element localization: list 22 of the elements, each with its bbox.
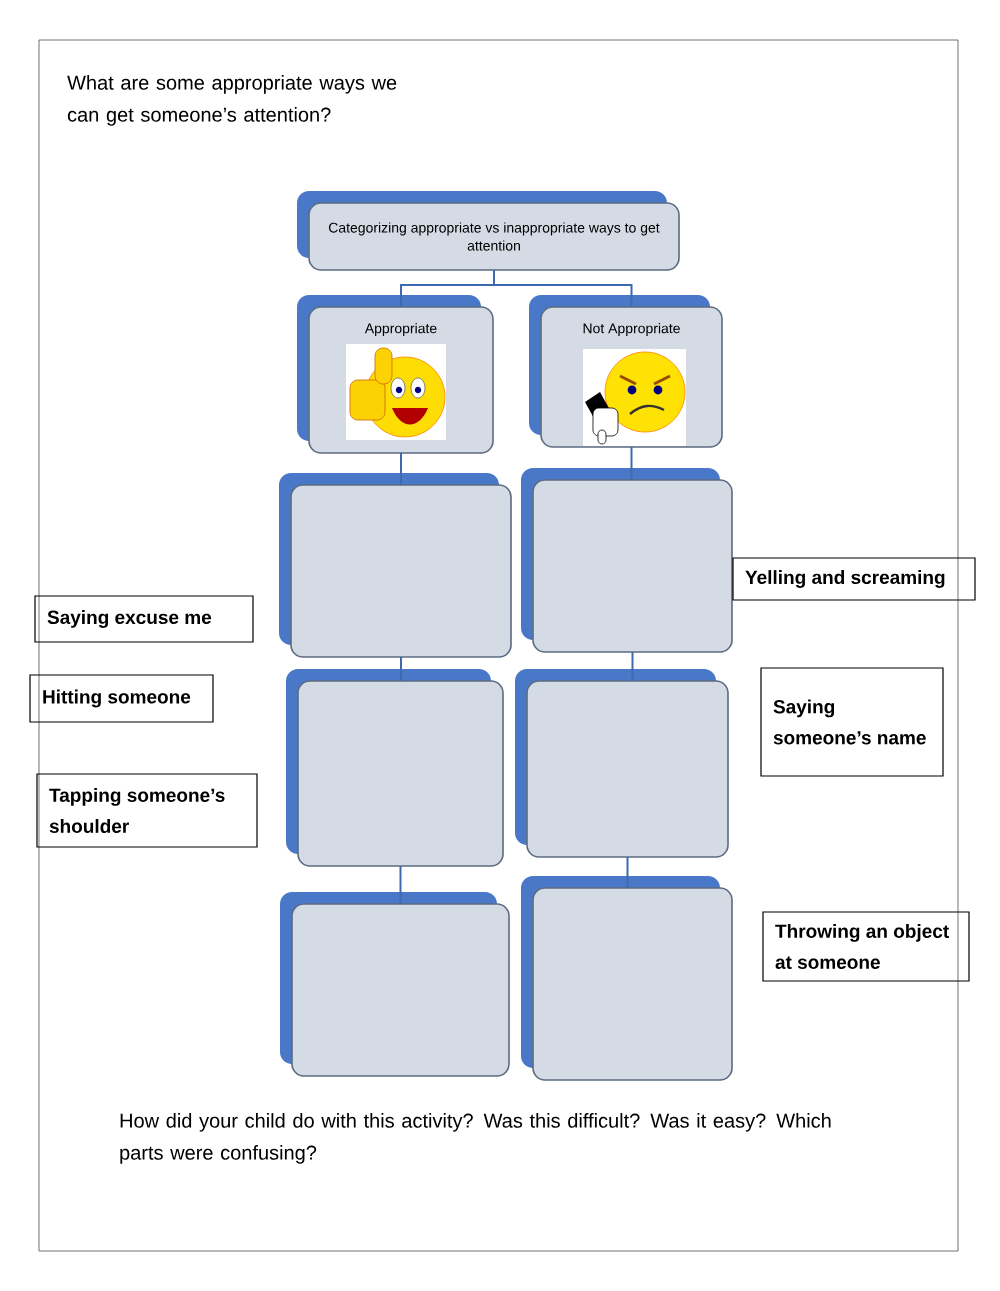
answer-card: Saying someone’s name (760, 667, 944, 777)
connector-line (631, 651, 634, 682)
sorting-box (521, 876, 733, 1081)
sorting-box (521, 468, 733, 653)
connector-line (399, 865, 402, 905)
sorting-box (286, 669, 504, 867)
reflection-question-text: How did your child do with this activity? Was this difficult? Was it easy? Which parts were confusing? (120, 1113, 831, 1164)
sorting-box (279, 473, 512, 658)
question-text: What are some appropriate ways we can get someone’s attention? (67, 75, 397, 126)
answer-card: Hitting someone (29, 674, 214, 723)
answer-card: Saying excuse me (34, 595, 254, 643)
connector-line (400, 452, 402, 486)
category-box: Categorizing appropriate vs inappropriate ways to get attention (297, 191, 680, 271)
answer-card: Throwing an object at someone (762, 911, 970, 982)
connector-line (400, 656, 402, 682)
answer-card: Yelling and screaming (732, 557, 976, 601)
sorting-box (515, 669, 729, 858)
connector-line (493, 269, 633, 308)
connector-line (630, 446, 633, 481)
answer-card: Tapping someone’s shoulder (36, 773, 258, 848)
sorting-box (280, 892, 510, 1077)
connector-line (626, 856, 629, 889)
